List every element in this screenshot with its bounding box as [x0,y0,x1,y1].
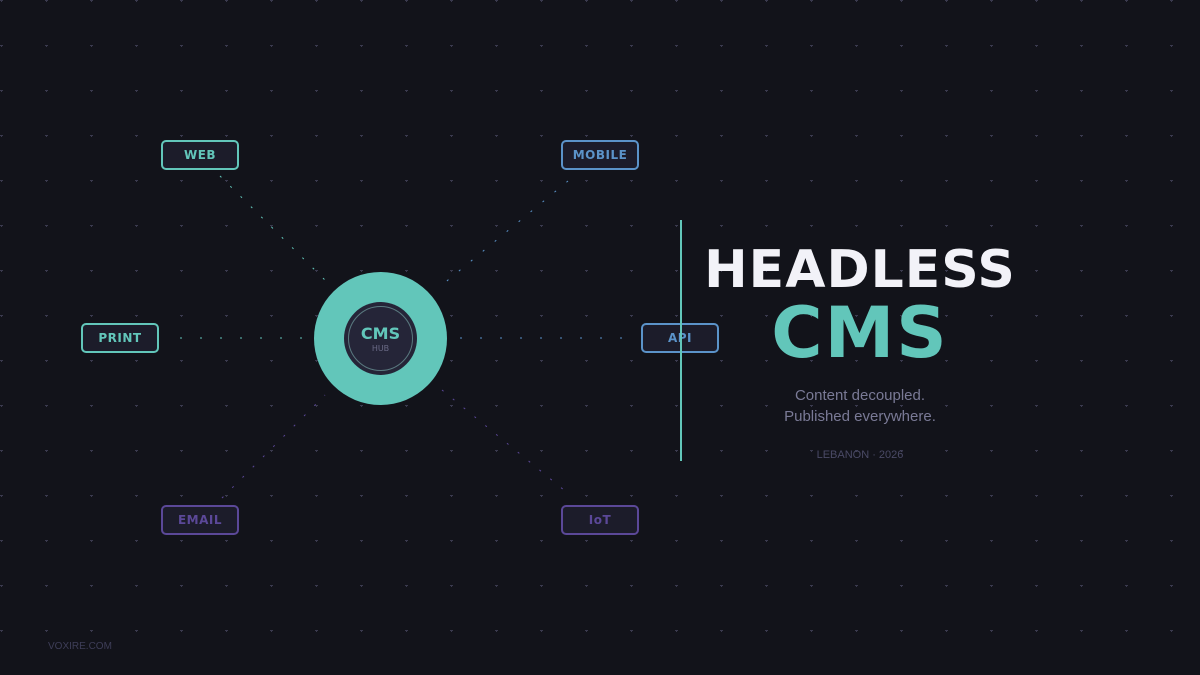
node-email-label: EMAIL [177,513,223,527]
node-web-label: WEB [183,148,217,162]
node-mobile-label: MOBILE [572,148,628,162]
node-print-label: PRINT [98,331,142,345]
hub-inner-ring [348,306,413,371]
node-iot[interactable]: IoT [561,505,639,535]
node-web[interactable]: WEB [161,140,239,170]
tagline-line1: Content decoupled. [794,387,926,404]
node-iot-label: IoT [588,513,612,527]
node-api-label: API [668,331,692,345]
connector-email [221,394,326,499]
hero-title-cms: CMS [771,292,949,374]
divider-line [680,220,682,461]
hero-title-headless: HEADLESS [704,240,1016,300]
tagline-line2: Published everywhere. [784,408,936,425]
node-mobile[interactable]: MOBILE [561,140,639,170]
location-year: LEBANON · 2026 [816,449,904,461]
node-print[interactable]: PRINT [81,323,159,353]
footer-site[interactable]: VOXIRE.COM [48,641,112,652]
node-email[interactable]: EMAIL [161,505,239,535]
